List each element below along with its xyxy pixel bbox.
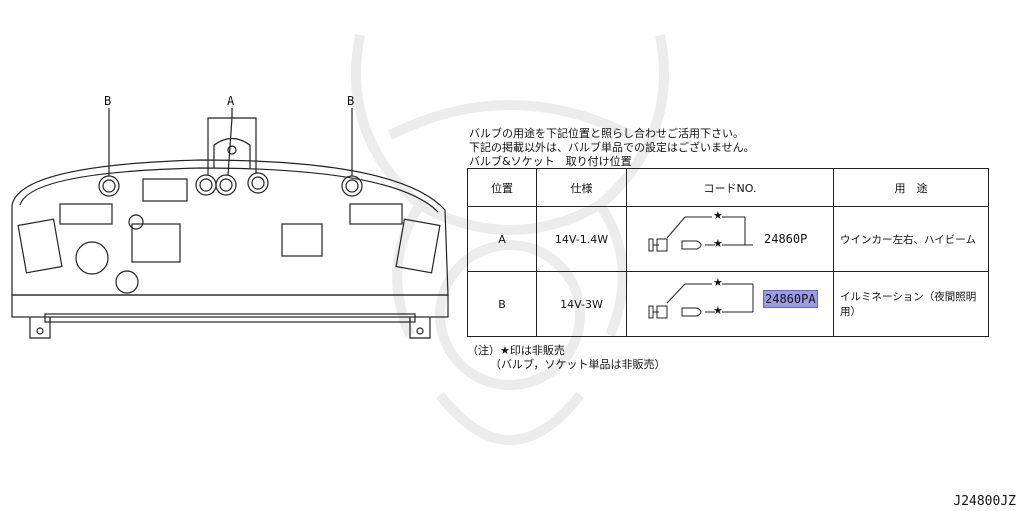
star-mark-icon: ★ [713, 209, 723, 222]
part-code-highlighted[interactable]: 24860PA [763, 290, 818, 308]
star-mark-icon: ★ [713, 237, 723, 250]
callout-b-right: B [347, 94, 355, 108]
diagram-code: J24800JZ [953, 494, 1016, 509]
usage-note-2: 下記の掲載以外は、バルブ単品での設定はございません。 [469, 141, 755, 154]
cell-spec: 14V-3W [536, 271, 627, 337]
instrument-cluster-diagram [11, 108, 449, 339]
footnote-1: （注）★印は非販売 [467, 344, 565, 357]
part-code: 24860P [764, 232, 808, 246]
header-use: 用 途 [833, 168, 989, 207]
cell-position: A [467, 206, 537, 272]
star-mark-icon: ★ [713, 276, 723, 289]
cell-position: B [467, 271, 537, 337]
callout-a: A [227, 94, 235, 108]
cell-code: ★ ★ 24860P [626, 206, 834, 272]
table-header-row: 位置 仕様 コードNO. 用 途 [467, 168, 989, 207]
header-position: 位置 [467, 168, 537, 207]
cell-use: ウインカー左右、ハイビーム [833, 206, 989, 272]
header-code: コードNO. [626, 168, 834, 207]
cell-spec: 14V-1.4W [536, 206, 627, 272]
bulb-spec-table: 位置 仕様 コードNO. 用 途 A 14V-1.4W ★ ★ [467, 168, 989, 337]
table-row: A 14V-1.4W ★ ★ 24860P ウインカー左右、ハイビーム [467, 206, 989, 272]
bulb-socket-diagram [648, 216, 753, 252]
cell-code: ★ ★ 24860PA [626, 271, 834, 337]
cell-use: イルミネーション（夜間照明用） [833, 271, 989, 337]
callout-b-left: B [104, 94, 112, 108]
bulb-socket-diagram [648, 283, 754, 319]
section-heading: バルブ&ソケット 取り付け位置 [469, 155, 632, 168]
watermark-crest [351, 34, 669, 445]
footnote-2: （バルブ，ソケット単品は非販売） [490, 358, 666, 371]
star-mark-icon: ★ [713, 304, 723, 317]
table-row: B 14V-3W ★ ★ 24860PA イルミネーション（夜間照明用） [467, 271, 989, 337]
header-spec: 仕様 [536, 168, 627, 207]
usage-note-1: バルブの用途を下記位置と照らし合わせご活用下さい。 [469, 127, 744, 140]
